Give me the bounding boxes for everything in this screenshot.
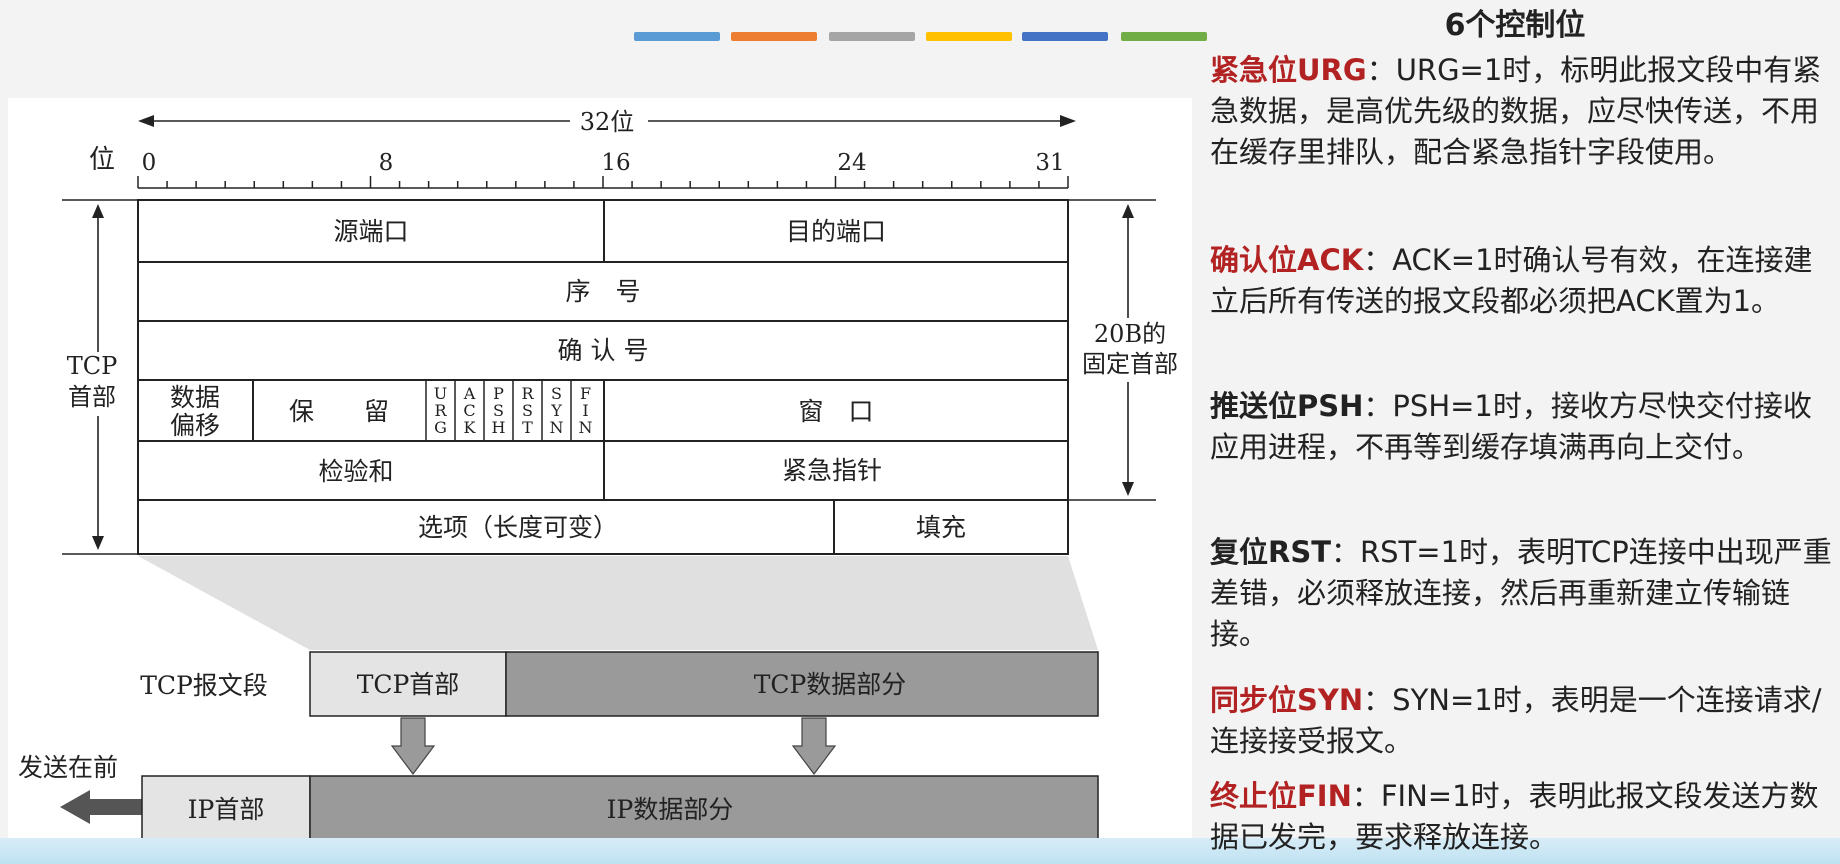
- control-bit-description: ：RST=1时，表明TCP连接中出现严重差错，必须释放连接，然后再重新建立传输链…: [1210, 535, 1832, 651]
- fixed-header-side-label: 固定首部: [1082, 350, 1178, 378]
- flag-letter: H: [492, 418, 506, 437]
- tcp-data-block-label: TCP数据部分: [754, 670, 907, 699]
- flag-letter: C: [463, 401, 475, 420]
- control-bit-description: ：FIN=1时，表明此报文段发送方数据已发完，要求释放连接。: [1210, 779, 1819, 854]
- field-window: 窗 口: [798, 397, 873, 426]
- down-arrow-icon: [791, 717, 837, 775]
- control-bit-term: 推送位PSH: [1210, 389, 1364, 423]
- left-arrow-icon: [60, 790, 142, 824]
- flag-syn: SYN: [550, 384, 564, 437]
- flag-letter: R: [434, 401, 447, 420]
- flag-columns: [425, 380, 572, 441]
- control-bit-term: 复位RST: [1210, 535, 1331, 569]
- bit-tick-label: 24: [837, 150, 866, 176]
- tcp-header-block-label: TCP首部: [357, 670, 460, 699]
- width-label: 32位: [580, 108, 635, 136]
- ip-header-block-label: IP首部: [188, 795, 265, 824]
- tcp-header-side-label: TCP: [67, 352, 118, 380]
- control-bit-term: 终止位FIN: [1210, 779, 1352, 813]
- control-bit-description: ：ACK=1时确认号有效，在连接建立后所有传送的报文段都必须把ACK置为1。: [1210, 243, 1813, 318]
- control-bit-term: 同步位SYN: [1210, 683, 1364, 717]
- header-table: [137, 199, 1069, 555]
- flag-letter: S: [522, 401, 533, 420]
- color-bar: [634, 32, 720, 41]
- flag-letter: S: [551, 384, 562, 403]
- background-decoration: [0, 838, 1840, 864]
- field-urgent-pointer: 紧急指针: [782, 456, 882, 485]
- flag-letter: N: [579, 418, 593, 437]
- bit-tick-labels: 0 8 16 24 31: [142, 150, 1065, 176]
- field-destination-port: 目的端口: [786, 217, 886, 246]
- flag-letter: Y: [550, 401, 562, 420]
- flag-letter: P: [493, 384, 504, 403]
- diagram-panel: [8, 98, 1192, 838]
- field-data-offset: 数据: [170, 383, 220, 412]
- ip-data-block: [309, 775, 1099, 841]
- bit-ruler: [137, 176, 1069, 189]
- flag-psh: PSH: [492, 384, 506, 437]
- down-arrow-icon: [390, 717, 436, 775]
- tcp-segment-label: TCP报文段: [140, 671, 268, 700]
- projection-shading: [138, 556, 1098, 650]
- control-bit-description: ：SYN=1时，表明是一个连接请求/连接接受报文。: [1210, 683, 1822, 758]
- bit-tick-label: 0: [142, 150, 157, 176]
- fixed-header-bracket: [1068, 199, 1156, 501]
- control-bit-urg: 紧急位URG：URG=1时，标明此报文段中有紧急数据，是高优先级的数据，应尽快传…: [1210, 50, 1838, 173]
- control-bit-syn: 同步位SYN：SYN=1时，表明是一个连接请求/连接接受报文。: [1210, 680, 1838, 762]
- field-data-offset: 偏移: [170, 411, 220, 440]
- color-bar: [1022, 32, 1108, 41]
- control-bits-title: 6个控制位: [1444, 8, 1586, 43]
- field-reserved: 保 留: [289, 397, 389, 426]
- send-first-label: 发送在前: [18, 753, 118, 782]
- flag-fin: FIN: [579, 384, 593, 437]
- field-ack-number: 确 认 号: [558, 336, 649, 365]
- flag-urg: URG: [434, 384, 448, 437]
- width-indicator: [138, 115, 1076, 127]
- flag-letter: K: [464, 418, 477, 437]
- flag-letter: A: [463, 384, 476, 403]
- field-padding: 填充: [916, 513, 966, 542]
- field-source-port: 源端口: [333, 217, 408, 246]
- control-bit-fin: 终止位FIN：FIN=1时，表明此报文段发送方数据已发完，要求释放连接。: [1210, 776, 1838, 858]
- tcp-header-block: [309, 651, 507, 717]
- tcp-data-block: [505, 651, 1099, 717]
- field-options: 选项（长度可变）: [418, 513, 618, 542]
- control-bit-psh: 推送位PSH：PSH=1时，接收方尽快交付接收应用进程，不再等到缓存填满再向上交…: [1210, 386, 1838, 468]
- flag-letter: I: [582, 401, 588, 420]
- flag-letter: R: [521, 384, 534, 403]
- color-bar: [731, 32, 817, 41]
- control-bit-term: 紧急位URG: [1210, 53, 1367, 87]
- ip-data-block-label: IP数据部分: [607, 795, 734, 824]
- flag-letter: U: [434, 384, 447, 403]
- flag-letter: F: [580, 384, 591, 403]
- bit-tick-label: 31: [1035, 150, 1064, 176]
- flag-letter: T: [522, 418, 533, 437]
- fixed-header-side-label: 20B的: [1094, 320, 1166, 348]
- control-bit-ack: 确认位ACK：ACK=1时确认号有效，在连接建立后所有传送的报文段都必须把ACK…: [1210, 240, 1838, 322]
- bit-axis-label: 位: [89, 145, 115, 175]
- control-bit-description: ：URG=1时，标明此报文段中有紧急数据，是高优先级的数据，应尽快传送，不用在缓…: [1210, 53, 1822, 169]
- color-bar: [926, 32, 1012, 41]
- flag-letter: N: [550, 418, 564, 437]
- field-checksum: 检验和: [318, 457, 393, 486]
- color-bar: [829, 32, 915, 41]
- flag-letter: S: [493, 401, 504, 420]
- flag-rst: RST: [521, 384, 534, 437]
- flag-letter: G: [434, 418, 447, 437]
- color-bar-strip: [634, 32, 1207, 41]
- control-bit-term: 确认位ACK: [1210, 243, 1364, 277]
- flag-ack: ACK: [463, 384, 477, 437]
- bit-tick-label: 8: [379, 150, 394, 176]
- field-sequence-number: 序 号: [565, 277, 640, 306]
- control-bit-description: ：PSH=1时，接收方尽快交付接收应用进程，不再等到缓存填满再向上交付。: [1210, 389, 1812, 464]
- tcp-header-side-label: 首部: [68, 383, 116, 411]
- control-bit-rst: 复位RST：RST=1时，表明TCP连接中出现严重差错，必须释放连接，然后再重新…: [1210, 532, 1838, 655]
- color-bar: [1121, 32, 1207, 41]
- tcp-header-bracket: [62, 199, 138, 555]
- bit-tick-label: 16: [601, 150, 630, 176]
